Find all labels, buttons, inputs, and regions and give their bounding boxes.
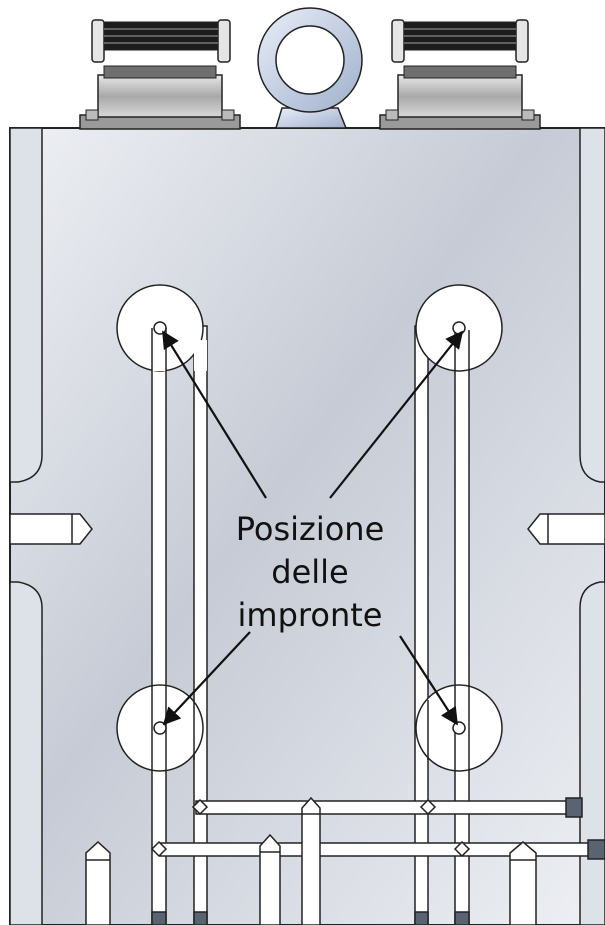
- cavity-marker-icon: [452, 721, 466, 735]
- right-side-pin: [527, 513, 605, 545]
- cavity-bottom-left: [116, 684, 204, 772]
- cavity-top-right: [415, 284, 503, 372]
- annotation-arrows: [162, 330, 464, 726]
- left-clamp-icon: [79, 19, 241, 130]
- label-line-1: Posizione: [236, 510, 385, 548]
- arrow-icon: [399, 635, 458, 726]
- arrow-icon: [162, 330, 267, 499]
- right-clamp-icon: [379, 19, 541, 130]
- cavity-bottom-right: [415, 684, 503, 772]
- annotation-label: Posizione delle impronte: [236, 510, 385, 634]
- mold-plate: [9, 127, 605, 925]
- cavity-marker-icon: [452, 321, 466, 335]
- ejector-pins: [85, 796, 537, 925]
- eyebolt-icon: [257, 7, 363, 129]
- label-line-3: impronte: [238, 596, 383, 634]
- arrow-icon: [162, 631, 251, 726]
- left-side-pin: [9, 513, 93, 545]
- label-line-2: delle: [271, 553, 348, 591]
- arrow-icon: [329, 330, 464, 499]
